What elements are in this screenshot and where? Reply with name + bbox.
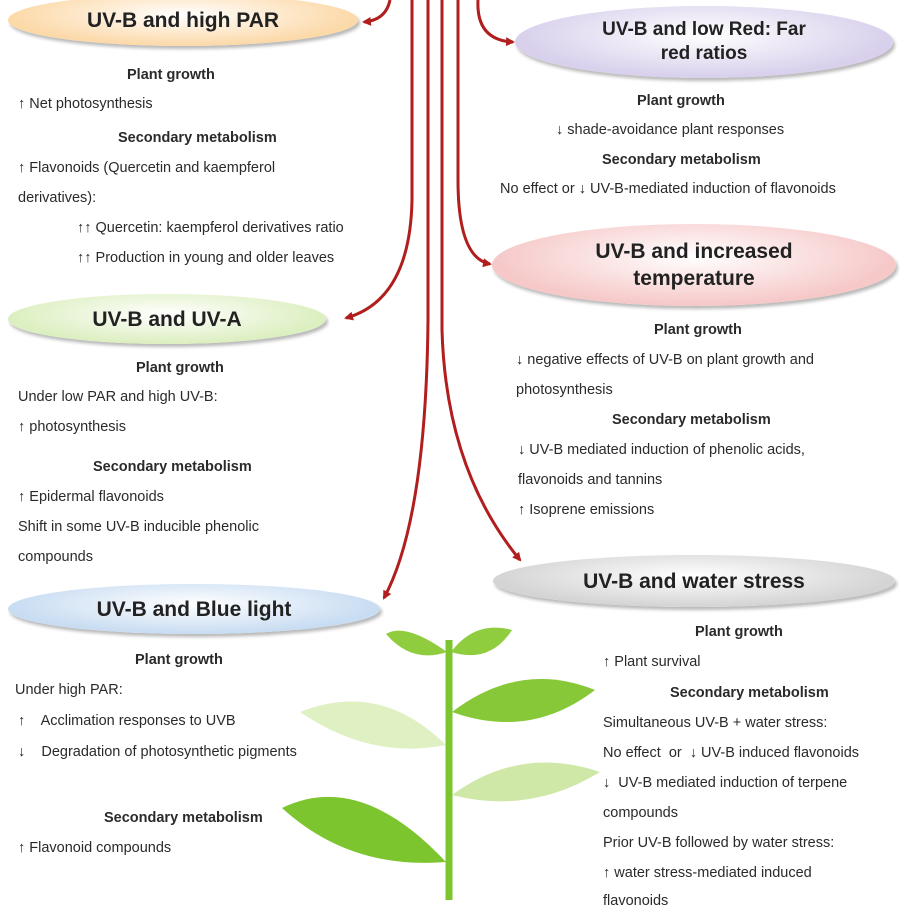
temp-secondary-1: ↓ UV-B mediated induction of phenolic ac…	[518, 442, 805, 458]
temp-secondary-heading: Secondary metabolism	[612, 412, 771, 428]
high-par-secondary-1: ↑ Flavonoids (Quercetin and kaempferol	[18, 160, 276, 176]
oval-water-title: UV-B and water stress	[583, 569, 805, 593]
arrow-to-high-par	[362, 0, 392, 26]
oval-water: UV-B and water stress	[493, 555, 895, 607]
temp-growth-heading: Plant growth	[654, 322, 742, 338]
high-par-secondary-4: ↑↑ Production in young and older leaves	[77, 250, 335, 266]
arrow-to-blue	[382, 0, 430, 600]
leaf-mid-left-faded	[300, 701, 446, 749]
temp-secondary-3: ↑ Isoprene emissions	[518, 502, 655, 518]
uva-growth-2: ↑ photosynthesis	[18, 419, 127, 435]
red-far-growth-heading: Plant growth	[637, 93, 725, 109]
water-secondary-2: No effect or ↓ UV-B induced flavonoids	[603, 745, 860, 761]
high-par-secondary-heading: Secondary metabolism	[118, 130, 277, 146]
leaf-top-right	[451, 627, 512, 656]
arrow-to-uva	[344, 0, 414, 321]
water-secondary-5: Prior UV-B followed by water stress:	[603, 835, 835, 851]
water-growth-heading: Plant growth	[695, 624, 783, 640]
red-far-secondary-1: No effect or ↓ UV-B-mediated induction o…	[500, 181, 836, 197]
water-growth-1: ↑ Plant survival	[603, 654, 701, 670]
water-secondary-1: Simultaneous UV-B + water stress:	[603, 715, 828, 731]
oval-blue-title: UV-B and Blue light	[96, 597, 292, 621]
leaf-mid-right	[452, 679, 595, 723]
uva-growth-heading: Plant growth	[136, 360, 224, 376]
oval-temperature-title-line2: temperature	[633, 267, 755, 290]
blue-growth-3: ↓ Degradation of photosynthetic pigments	[18, 744, 297, 760]
red-far-growth-1: ↓ shade-avoidance plant responses	[556, 122, 785, 138]
oval-red-far: UV-B and low Red: Far red ratios	[515, 6, 893, 78]
arrow-to-water	[440, 0, 522, 562]
red-far-secondary-heading: Secondary metabolism	[602, 152, 761, 168]
uva-secondary-1: ↑ Epidermal flavonoids	[18, 489, 164, 505]
temp-secondary-2: flavonoids and tannins	[518, 472, 663, 488]
high-par-growth-heading: Plant growth	[127, 67, 215, 83]
blue-growth-heading: Plant growth	[135, 652, 223, 668]
uva-secondary-2: Shift in some UV-B inducible phenolic	[18, 519, 259, 535]
oval-blue: UV-B and Blue light	[8, 584, 380, 634]
blue-growth-2: ↑ Acclimation responses to UVB	[18, 713, 236, 729]
temp-growth-2: photosynthesis	[516, 382, 613, 398]
leaf-lower-right-faded	[452, 762, 600, 802]
uva-growth-1: Under low PAR and high UV-B:	[18, 389, 218, 405]
oval-uva-title: UV-B and UV-A	[92, 307, 242, 331]
oval-red-far-title-line2: red ratios	[660, 43, 748, 64]
blue-secondary-heading: Secondary metabolism	[104, 810, 263, 826]
temp-growth-1: ↓ negative effects of UV-B on plant grow…	[516, 352, 814, 368]
oval-high-par-title: UV-B and high PAR	[86, 8, 280, 32]
blue-growth-1: Under high PAR:	[15, 682, 123, 698]
oval-temperature-title-line1: UV-B and increased	[595, 240, 793, 263]
leaf-lower-left	[282, 796, 446, 863]
water-secondary-6: ↑ water stress-mediated induced	[603, 865, 812, 881]
oval-uva: UV-B and UV-A	[8, 294, 326, 344]
arrows	[344, 0, 522, 600]
arrow-to-red-far	[476, 0, 515, 47]
leaf-top-left	[386, 630, 447, 656]
water-secondary-3: ↓ UV-B mediated induction of terpene	[603, 775, 848, 791]
high-par-secondary-2: derivatives):	[18, 190, 97, 206]
uva-secondary-3: compounds	[18, 549, 93, 565]
high-par-secondary-3: ↑↑ Quercetin: kaempferol derivatives rat…	[77, 220, 344, 236]
oval-high-par: UV-B and high PAR	[8, 0, 358, 46]
water-secondary-4: compounds	[603, 805, 678, 821]
oval-red-far-title-line1: UV-B and low Red: Far	[602, 19, 806, 40]
arrow-to-temperature	[456, 0, 492, 268]
high-par-growth-1: ↑ Net photosynthesis	[18, 96, 153, 112]
water-secondary-heading: Secondary metabolism	[670, 685, 829, 701]
blue-secondary-1: ↑ Flavonoid compounds	[18, 840, 172, 856]
water-secondary-7: flavonoids	[603, 893, 669, 909]
plant-illustration	[282, 627, 600, 900]
oval-temperature: UV-B and increased temperature	[492, 224, 896, 306]
uva-secondary-heading: Secondary metabolism	[93, 459, 252, 475]
